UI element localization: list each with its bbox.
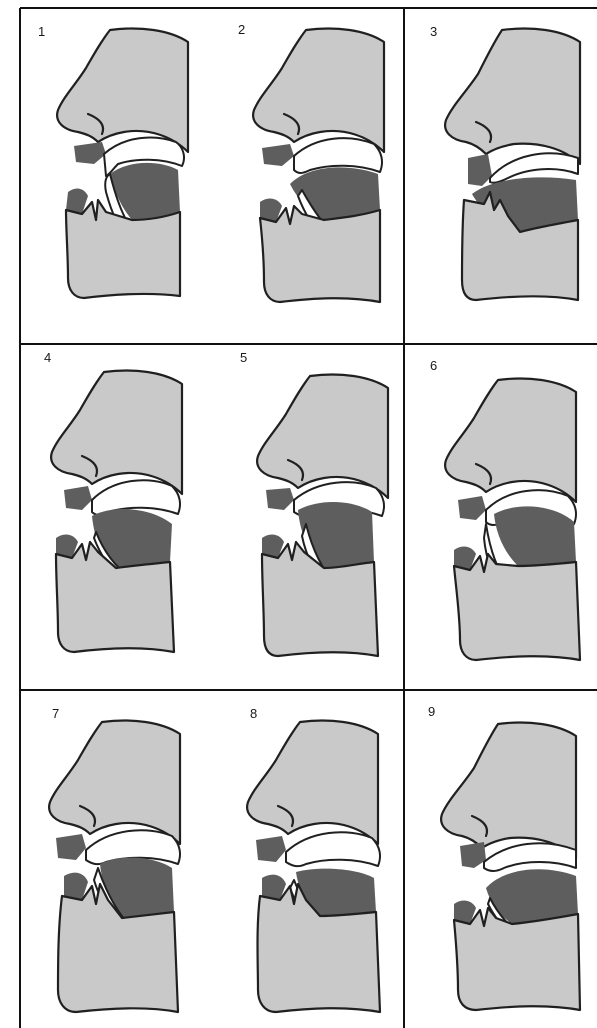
panel-6: 6 <box>430 358 580 660</box>
panel-4: 4 <box>44 350 182 652</box>
panel-1-number: 1 <box>38 24 45 39</box>
panel-5: 5 <box>240 350 388 656</box>
panel-9-head <box>441 723 580 1011</box>
panel-2-head <box>253 29 384 303</box>
panel-3: 3 <box>430 24 580 300</box>
panel-8-number: 8 <box>250 706 257 721</box>
panel-8: 8 <box>247 706 380 1012</box>
panel-3-number: 3 <box>430 24 437 39</box>
panel-7: 7 <box>49 706 180 1012</box>
panel-6-head <box>445 379 580 661</box>
panel-2: 2 <box>238 22 384 302</box>
panel-1: 1 <box>38 24 188 298</box>
panel-6-number: 6 <box>430 358 437 373</box>
panel-4-number: 4 <box>44 350 51 365</box>
panel-5-head <box>257 375 388 657</box>
panel-7-number: 7 <box>52 706 59 721</box>
panel-9-number: 9 <box>428 704 435 719</box>
panel-9: 9 <box>428 704 580 1010</box>
panel-1-head <box>57 29 188 299</box>
panel-3-head <box>445 29 580 301</box>
panel-4-head <box>51 371 182 653</box>
panel-7-head <box>49 721 180 1013</box>
panel-5-number: 5 <box>240 350 247 365</box>
panel-2-number: 2 <box>238 22 245 37</box>
panel-8-head <box>247 721 380 1013</box>
